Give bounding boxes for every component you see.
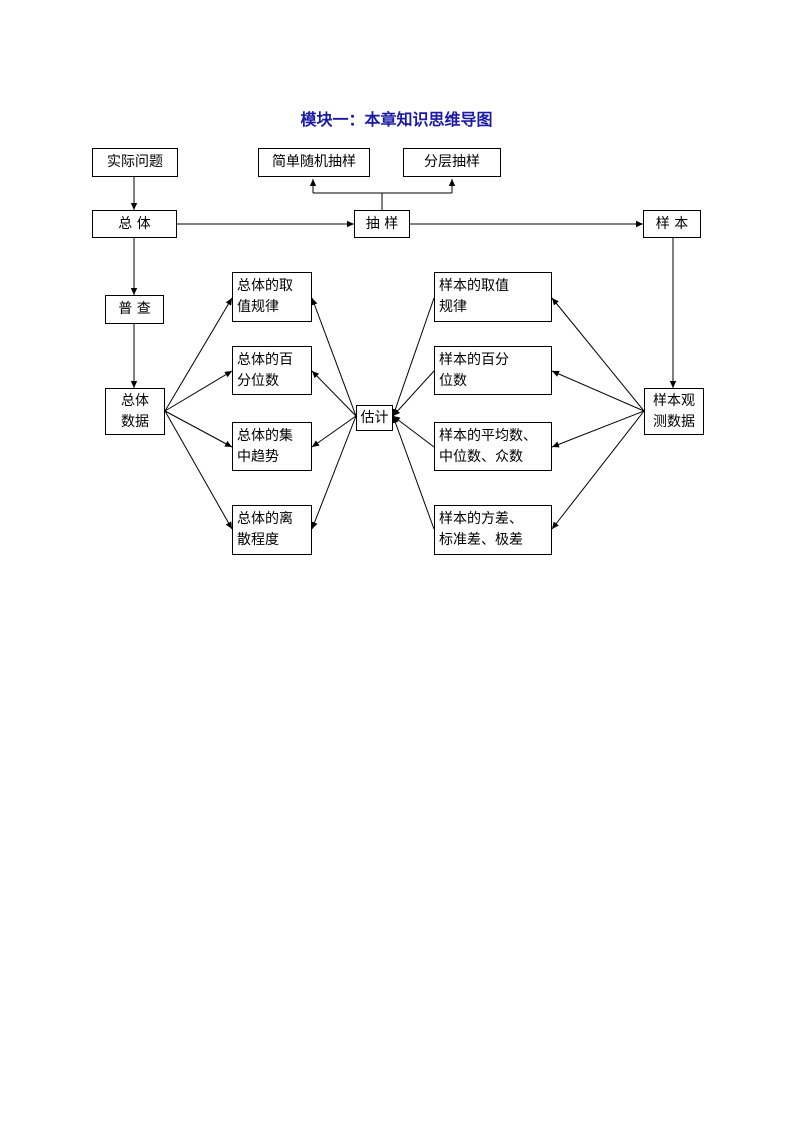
node-census: 普 查: [105, 295, 164, 324]
arrow-observed-to-sample-mean: [551, 410, 645, 448]
node-sample-distribution: 样本的取值 规律: [434, 272, 552, 322]
arrow-observed-to-sample-variance: [551, 410, 645, 530]
node-label: 总体的百 分位数: [237, 351, 293, 389]
arrow-observed-to-sample-distribution: [551, 297, 645, 412]
node-label: 抽 样: [365, 215, 399, 232]
node-label: 实际问题: [107, 154, 163, 170]
node-label: 总体的取 值规律: [237, 278, 293, 315]
node-sample-observed-data: 样本观 测数据: [644, 388, 704, 435]
arrow-data-to-pop-percentile: [164, 370, 233, 412]
node-simple-random-sampling: 简单随机抽样: [258, 148, 370, 177]
node-label: 简单随机抽样: [272, 154, 356, 170]
node-population: 总 体: [92, 210, 177, 238]
arrow-data-to-pop-dispersion: [164, 410, 233, 530]
arrow-data-to-pop-distribution: [164, 297, 233, 412]
node-population-dispersion: 总体的离 散程度: [232, 505, 312, 555]
node-sample-mean-median-mode: 样本的平均数、 中位数、众数: [434, 422, 552, 471]
node-sampling: 抽 样: [354, 210, 410, 238]
node-label: 样本观 测数据: [653, 392, 695, 430]
node-population-data: 总体 数据: [105, 388, 165, 435]
arrow-observed-to-sample-percentile: [551, 370, 645, 412]
node-estimate: 估计: [356, 405, 393, 431]
node-label: 总体的集 中趋势: [237, 427, 293, 465]
node-population-central-tendency: 总体的集 中趋势: [232, 422, 312, 471]
node-label: 样本的方差、 标准差、极差: [439, 511, 523, 548]
arrow-estimate-to-pop-distribution: [311, 297, 357, 417]
node-label: 样本的平均数、 中位数、众数: [439, 427, 537, 465]
arrow-sample-variance-to-estimate: [392, 415, 435, 530]
arrow-sample-distribution-to-estimate: [392, 297, 435, 417]
arrow-data-to-pop-central: [164, 410, 233, 448]
node-label: 样 本: [655, 215, 689, 232]
node-label: 样本的取值 规律: [439, 278, 509, 315]
node-sample-variance-std-range: 样本的方差、 标准差、极差: [434, 505, 552, 555]
arrow-sample-percentile-to-estimate: [392, 370, 435, 417]
node-population-percentile: 总体的百 分位数: [232, 346, 312, 395]
arrow-estimate-to-pop-central: [311, 415, 357, 448]
page-title: 模块一：本章知识思维导图: [300, 110, 493, 129]
arrow-estimate-to-pop-dispersion: [311, 415, 357, 530]
node-label: 分层抽样: [424, 154, 480, 170]
node-label: 总体的离 散程度: [237, 511, 293, 548]
arrow-estimate-to-pop-percentile: [311, 370, 357, 417]
node-stratified-sampling: 分层抽样: [403, 148, 501, 177]
node-label: 总 体: [118, 215, 151, 232]
node-label: 估计: [360, 409, 389, 426]
node-label: 普 查: [118, 301, 151, 317]
node-population-distribution: 总体的取 值规律: [232, 272, 312, 322]
arrow-sample-mean-to-estimate: [392, 415, 435, 448]
node-real-problem: 实际问题: [92, 148, 178, 177]
node-sample: 样 本: [643, 210, 701, 238]
node-label: 样本的百分 位数: [439, 351, 509, 389]
node-sample-percentile: 样本的百分 位数: [434, 346, 552, 395]
node-label: 总体 数据: [121, 392, 149, 430]
